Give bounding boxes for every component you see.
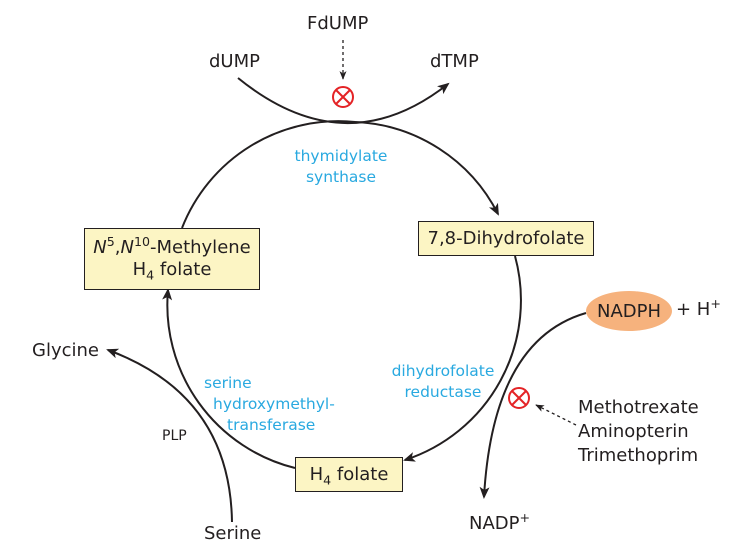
serine-label: Serine xyxy=(204,523,262,544)
h4folate-box: H4 folate xyxy=(295,457,403,492)
inhibitor-aminopterin: Aminopterin xyxy=(578,421,689,442)
methylene-h4folate-box: N5,N10-Methylene H4 folate xyxy=(84,228,260,290)
arc-h4folate-to-methylene xyxy=(162,288,296,469)
dihydrofolate-box: 7,8-Dihydrofolate xyxy=(418,221,594,256)
dtmp-label: dTMP xyxy=(430,51,479,72)
arc-dihydrofolate-to-h4folate xyxy=(403,255,522,462)
nadph-oval: NADPH xyxy=(586,291,672,331)
arc-nadph-to-nadp xyxy=(479,312,587,499)
shmt-label: serine hydroxymethyl- transferase xyxy=(204,374,335,434)
inhibit-ts-icon xyxy=(332,86,354,108)
methylene-h4folate-text: N5,N10-Methylene H4 folate xyxy=(93,234,251,283)
dihydrofolate-label: 7,8-Dihydrofolate xyxy=(427,227,585,249)
thymidylate-synthase-label: thymidylate synthase xyxy=(294,147,388,186)
inhibitor-trimethoprim: Trimethoprim xyxy=(578,445,699,466)
inhibitor-list: Methotrexate Aminopterin Trimethoprim xyxy=(578,396,699,468)
arc-ts-to-dihydrofolate xyxy=(354,121,499,216)
inhibitor-dashed-arrow xyxy=(535,404,577,426)
nadph-label: NADPH xyxy=(596,300,662,322)
plus-h-label: + H+ xyxy=(676,296,721,320)
nadp-label: NADP+ xyxy=(469,510,531,534)
arc-serine-to-glycine xyxy=(106,348,233,523)
dihydrofolate-reductase-label: dihydrofolate reductase xyxy=(391,362,495,401)
arc-dump-to-dtmp xyxy=(237,77,450,124)
dump-label: dUMP xyxy=(209,51,260,72)
glycine-label: Glycine xyxy=(32,340,99,361)
fdump-label: FdUMP xyxy=(307,13,369,34)
h4folate-label: H4 folate xyxy=(309,463,389,488)
plp-label: PLP xyxy=(162,428,187,444)
inhibit-dhfr-icon xyxy=(508,387,530,409)
inhibitor-methotrexate: Methotrexate xyxy=(578,397,699,418)
